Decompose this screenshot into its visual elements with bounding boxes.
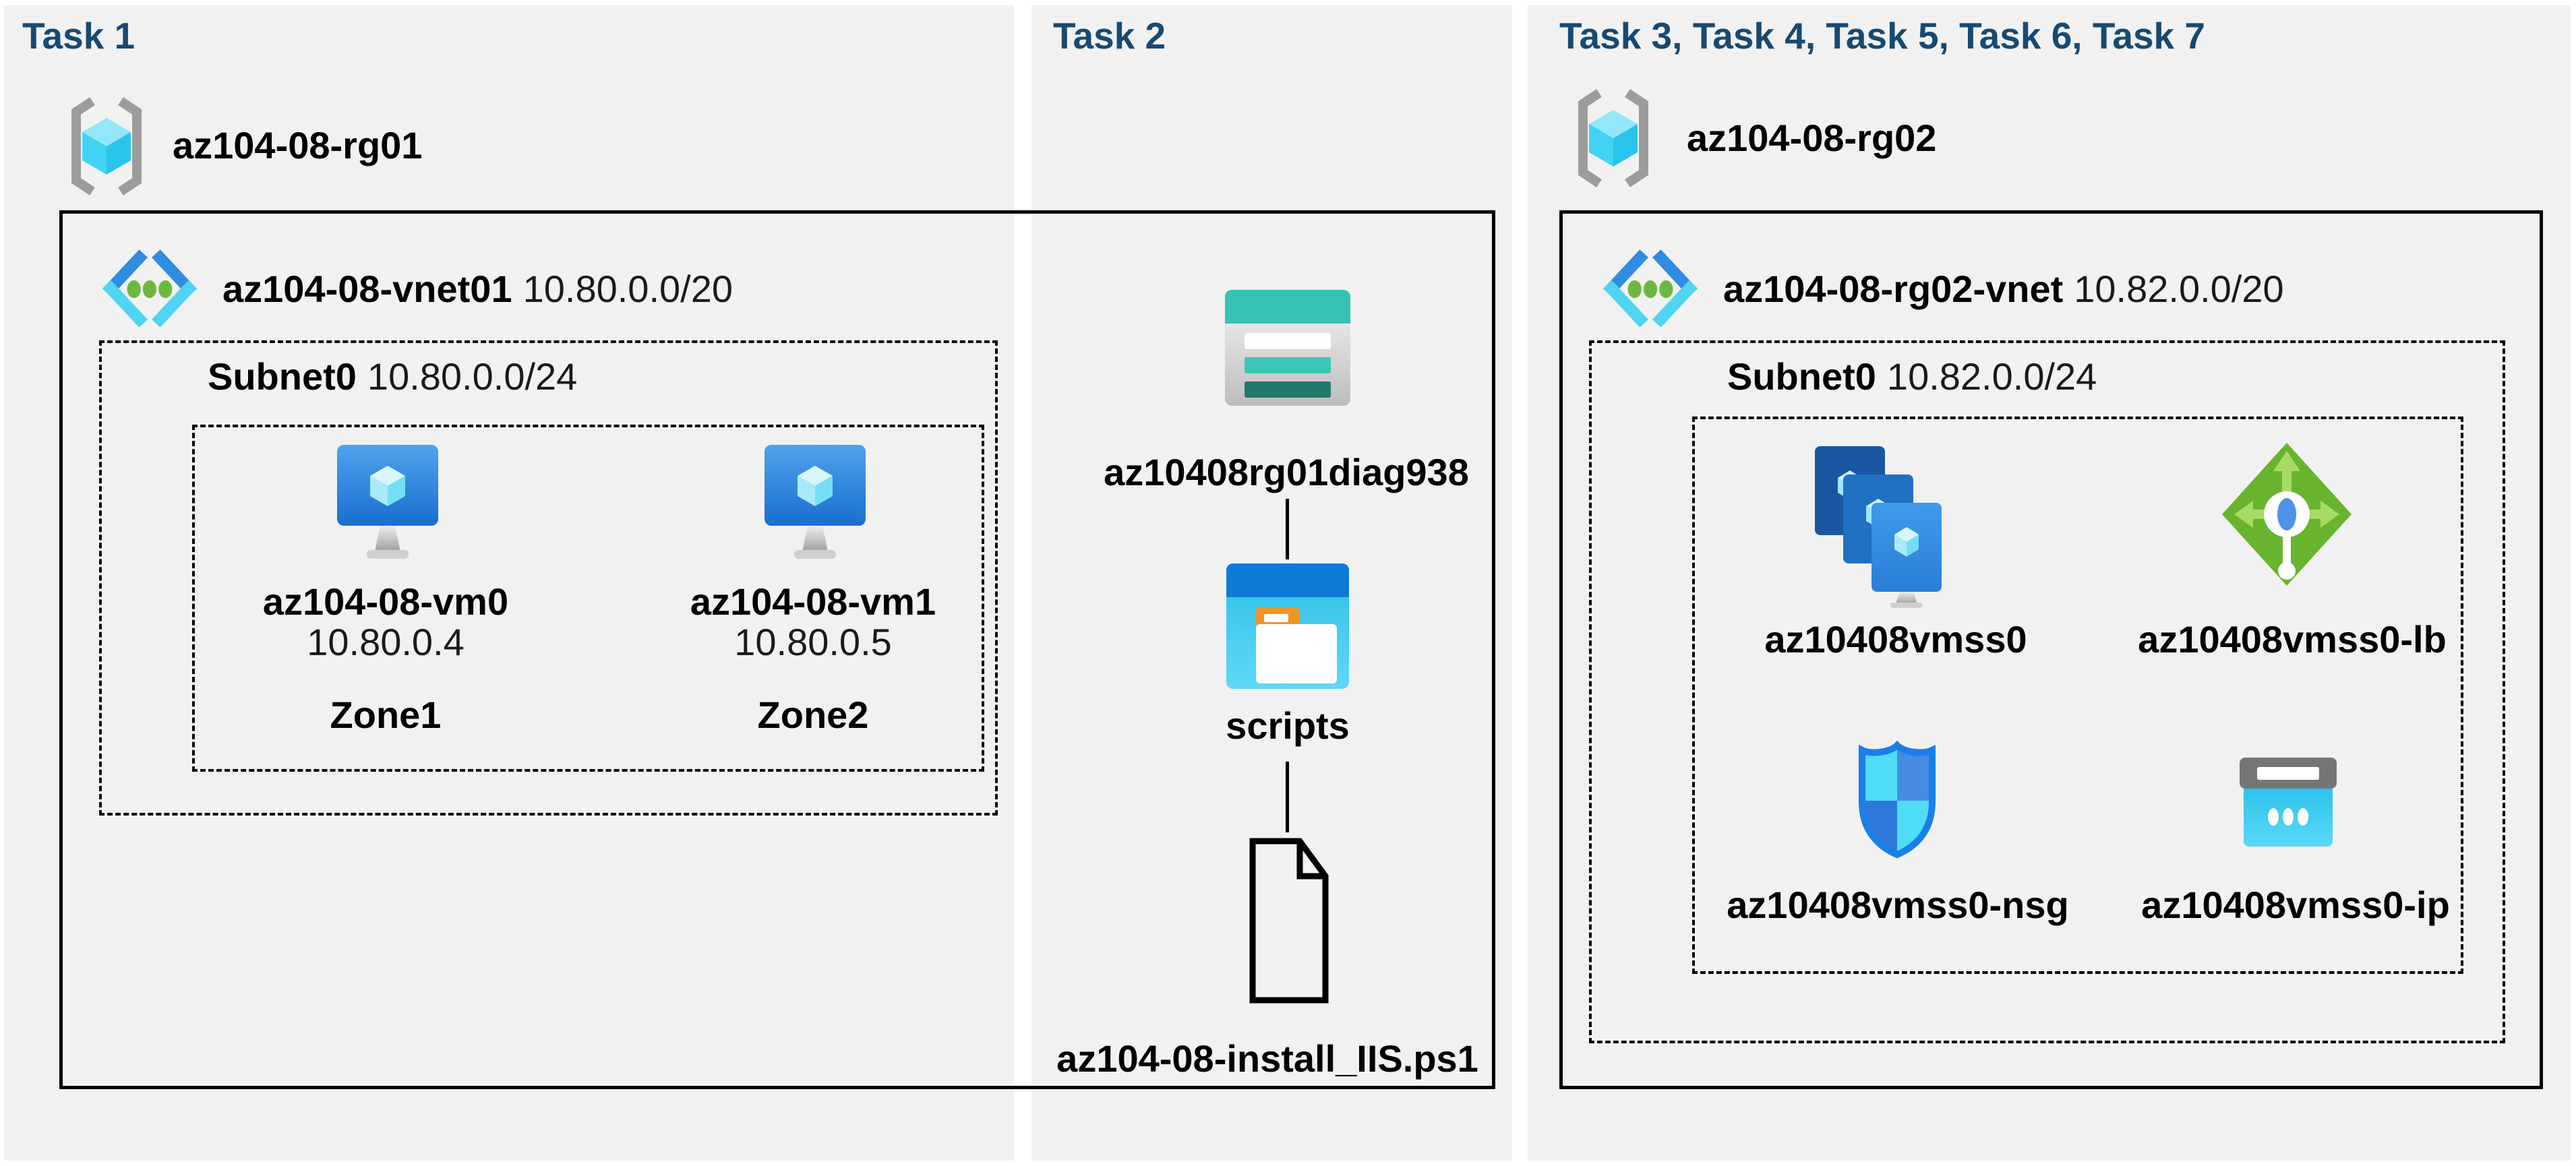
- vm-ip: 10.80.0.4: [307, 621, 465, 663]
- subnet0-box: [1589, 340, 2505, 1043]
- connector-storage-scripts: [1286, 499, 1289, 559]
- resource-name: az10408vmss0: [1764, 618, 2027, 661]
- resource-group-icon: [64, 94, 149, 197]
- resource-group-name: az104-08-rg02: [1687, 117, 1937, 159]
- vnet01-box: [59, 210, 1495, 1089]
- task3-title: Task 3, Task 4, Task 5, Task 6, Task 7: [1559, 15, 2205, 57]
- network-security-group-icon: [1853, 740, 1942, 860]
- vnet-name: az104-08-vnet01: [222, 268, 512, 310]
- container-name: scripts: [1226, 704, 1350, 747]
- vm-ip: 10.80.0.5: [734, 621, 892, 663]
- vnet-name: az104-08-rg02-vnet: [1723, 268, 2064, 310]
- resource-name: az10408vmss0-ip: [2141, 884, 2450, 926]
- virtual-network-icon: [98, 237, 201, 340]
- resource-group-name: az104-08-rg01: [173, 124, 423, 166]
- public-ip-icon: [2240, 758, 2337, 849]
- subnet0-box: [99, 340, 998, 816]
- connector-scripts-file: [1286, 762, 1289, 832]
- panel-task3: [1528, 5, 2571, 1161]
- storage-account-name: az10408rg01diag938: [1104, 451, 1469, 493]
- virtual-machine-icon: [337, 445, 438, 566]
- vm-scale-set-icon: [1814, 446, 1952, 608]
- vm-name: az104-08-vm1: [690, 580, 936, 623]
- vm-group-box: [192, 425, 984, 772]
- resource-name: az10408vmss0-lb: [2138, 618, 2447, 661]
- task2-title: Task 2: [1053, 15, 1166, 57]
- virtual-network-icon: [1599, 237, 1702, 340]
- vnet-cidr: 10.82.0.0/20: [2074, 268, 2284, 310]
- load-balancer-icon: [2221, 441, 2353, 587]
- vnet-cidr: 10.80.0.0/20: [522, 268, 733, 310]
- subnet-name: Subnet0: [208, 355, 357, 398]
- panel-task1: [4, 5, 1014, 1161]
- blob-container-icon: [1226, 563, 1349, 689]
- subnet-cidr: 10.82.0.0/24: [1886, 355, 2097, 398]
- storage-account-icon: [1225, 290, 1350, 406]
- task1-title: Task 1: [22, 15, 136, 57]
- vm-name: az104-08-vm0: [262, 580, 509, 623]
- vmss-group-box: [1692, 417, 2463, 974]
- resource-group-icon: [1571, 86, 1656, 189]
- resource-name: az10408vmss0-nsg: [1727, 884, 2069, 926]
- subnet-cidr: 10.80.0.0/24: [367, 355, 578, 398]
- subnet-name: Subnet0: [1727, 355, 1876, 398]
- virtual-machine-icon: [765, 445, 866, 566]
- vnet02-box: [1559, 210, 2543, 1089]
- script-file-name: az104-08-install_IIS.ps1: [1056, 1037, 1478, 1080]
- script-file-icon: [1246, 836, 1332, 1006]
- vm-zone: Zone1: [330, 694, 442, 736]
- vm-zone: Zone2: [757, 694, 869, 736]
